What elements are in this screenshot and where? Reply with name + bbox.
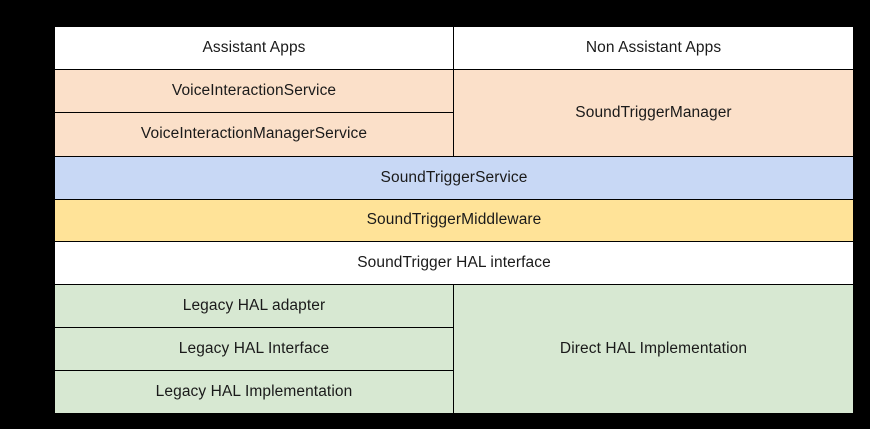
architecture-layer-table: Assistant Apps Non Assistant Apps VoiceI… bbox=[54, 26, 854, 414]
table-row-headers: Assistant Apps Non Assistant Apps bbox=[54, 26, 854, 70]
table-row-sound-trigger-middleware: SoundTriggerMiddleware bbox=[54, 199, 854, 242]
table-row-sound-trigger-service: SoundTriggerService bbox=[54, 156, 854, 200]
table-row-voice-interaction-service: VoiceInteractionService SoundTriggerMana… bbox=[54, 69, 854, 157]
table-row-sound-trigger-hal-interface: SoundTrigger HAL interface bbox=[54, 241, 854, 285]
cell-voice-interaction-service: VoiceInteractionService bbox=[54, 69, 454, 113]
table-row-voice-interaction-manager-service: VoiceInteractionManagerService bbox=[54, 112, 854, 157]
table-row-legacy-hal-interface: Legacy HAL Interface bbox=[54, 327, 854, 371]
table-row-legacy-hal-adapter: Legacy HAL adapter Direct HAL Implementa… bbox=[54, 284, 854, 414]
cell-non-assistant-apps: Non Assistant Apps bbox=[453, 26, 854, 70]
cell-sound-trigger-manager: SoundTriggerManager bbox=[453, 69, 854, 157]
cell-legacy-hal-interface: Legacy HAL Interface bbox=[54, 327, 454, 371]
cell-sound-trigger-service: SoundTriggerService bbox=[54, 156, 854, 200]
cell-assistant-apps: Assistant Apps bbox=[54, 26, 454, 70]
cell-sound-trigger-middleware: SoundTriggerMiddleware bbox=[54, 199, 854, 242]
cell-legacy-hal-implementation: Legacy HAL Implementation bbox=[54, 370, 454, 414]
cell-direct-hal-implementation: Direct HAL Implementation bbox=[453, 284, 854, 414]
cell-voice-interaction-manager-service: VoiceInteractionManagerService bbox=[54, 112, 454, 157]
table-row-legacy-hal-implementation: Legacy HAL Implementation bbox=[54, 370, 854, 414]
cell-legacy-hal-adapter: Legacy HAL adapter bbox=[54, 284, 454, 328]
cell-sound-trigger-hal-interface: SoundTrigger HAL interface bbox=[54, 241, 854, 285]
